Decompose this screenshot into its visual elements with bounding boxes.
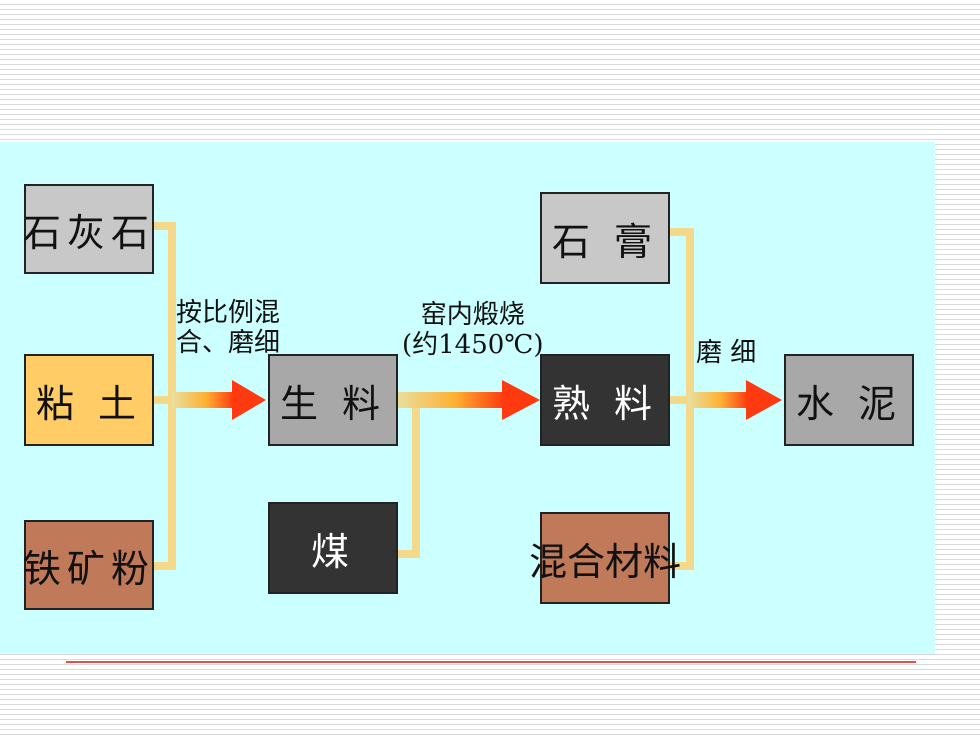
arrow-to-cement [688,380,782,420]
label-grind: 磨 细 [696,338,757,368]
cement-process-diagram: 石灰石 粘 土 铁矿粉 按比例混 合、磨细 生 料 煤 窑内煅烧 (约1450℃… [0,142,935,654]
bottom-divider [66,661,916,663]
label-mix-grind-line2: 合、磨细 [176,328,281,358]
box-clinker: 熟 料 [540,354,670,446]
box-limestone: 石灰石 [23,184,154,274]
box-cement: 水 泥 [784,354,914,446]
label-calcine: 窑内煅烧 (约1450℃) [402,300,544,360]
box-clay: 粘 土 [24,354,154,446]
box-admixture: 混合材料 [529,512,681,604]
coal-connector [396,396,420,558]
label-mix-grind: 按比例混 合、磨细 [176,298,280,358]
box-raw-meal: 生 料 [268,354,398,446]
box-iron-ore: 铁矿粉 [23,520,154,610]
label-mix-grind-line1: 按比例混 [176,298,281,328]
box-coal: 煤 [268,502,398,594]
arrow-to-clinker [396,380,540,420]
label-calcine-line2: (约1450℃) [402,330,544,360]
box-gypsum: 石 膏 [540,192,670,284]
arrow-to-raw-meal [172,380,266,420]
label-calcine-line1: 窑内煅烧 [420,300,525,330]
flow-connectors [152,222,782,570]
